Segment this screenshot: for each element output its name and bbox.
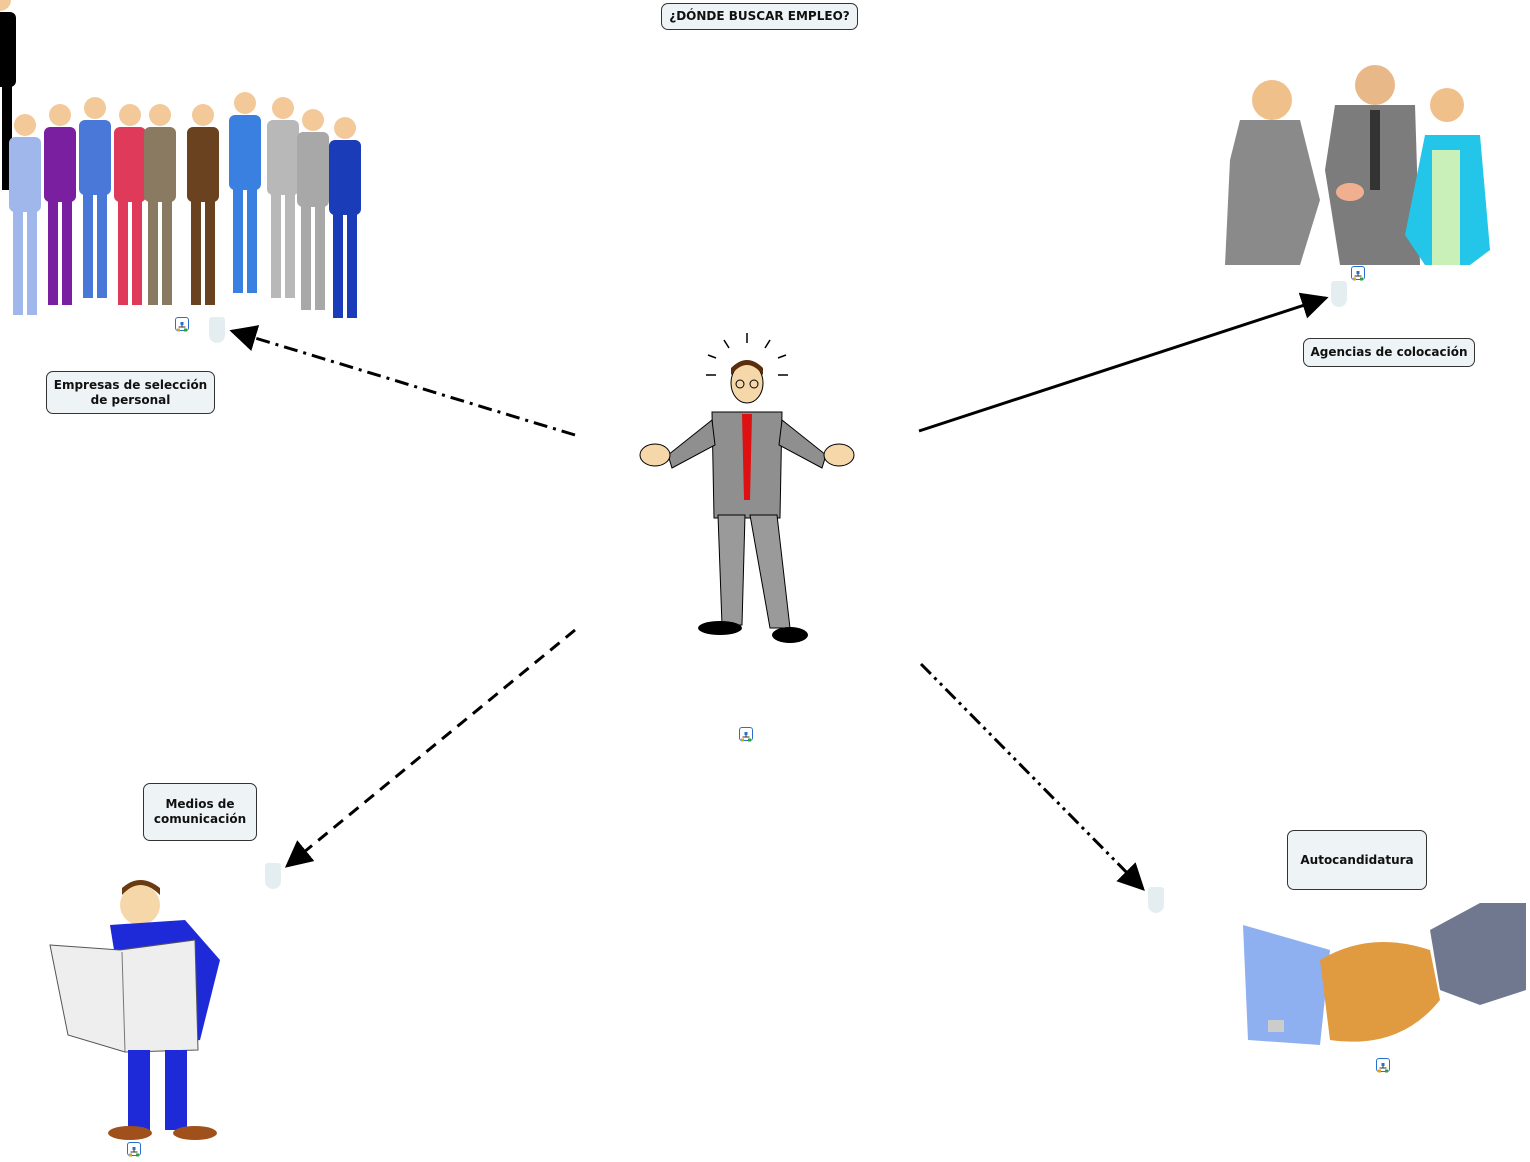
cmap-resource-icon[interactable] (1351, 266, 1365, 281)
arrow-to-agencias[interactable] (918, 292, 1329, 433)
concept-medios-comunicacion[interactable]: Medios de comunicación (143, 783, 257, 841)
cmap-resource-icon[interactable] (127, 1142, 141, 1157)
handshake-image (1243, 903, 1526, 1045)
business-meeting-image (1225, 65, 1490, 265)
concept-autocandidatura[interactable]: Autocandidatura (1287, 830, 1427, 890)
concept-empresas-seleccion[interactable]: Empresas de selección de personal (46, 371, 215, 414)
confused-man-image (639, 333, 855, 643)
empty-node[interactable] (1331, 281, 1347, 307)
empty-node[interactable] (1148, 887, 1164, 913)
cmap-resource-icon[interactable] (175, 317, 189, 332)
newspaper-reader-image (49, 880, 220, 1140)
empty-node[interactable] (265, 863, 281, 889)
arrow-to-medios[interactable] (284, 628, 576, 868)
empty-node[interactable] (209, 317, 225, 343)
group-of-people-image (0, 0, 361, 318)
arrow-to-empresas[interactable] (229, 325, 576, 437)
concept-title[interactable]: ¿DÓNDE BUSCAR EMPLEO? (661, 3, 858, 30)
concept-agencias-colocacion[interactable]: Agencias de colocación (1303, 338, 1475, 367)
cmap-resource-icon[interactable] (739, 727, 753, 742)
arrow-to-autocandidatura[interactable] (919, 662, 1145, 891)
cmap-resource-icon[interactable] (1376, 1058, 1390, 1073)
